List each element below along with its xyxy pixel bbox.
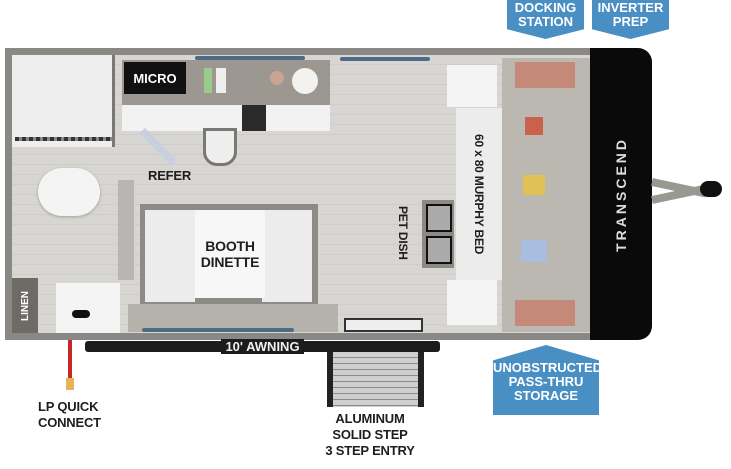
storage-item-blue	[521, 240, 547, 262]
pet-bowl-1	[426, 204, 452, 232]
pet-dish-label: PET DISH	[396, 206, 410, 260]
window-top-2	[340, 57, 430, 61]
step-label-2: SOLID STEP	[332, 427, 408, 442]
nightstand-bottom	[447, 280, 497, 325]
murphy-bed-label: 60 x 80 MURPHY BED	[472, 133, 486, 255]
toilet-seat-kitchen	[203, 128, 237, 166]
murphy-bed: 60 x 80 MURPHY BED	[456, 108, 502, 280]
step-label: ALUMINUM SOLID STEP 3 STEP ENTRY	[325, 411, 415, 459]
nightstand-top	[447, 65, 497, 107]
storage-item-yellow	[523, 175, 545, 195]
bathroom-sink	[56, 283, 120, 333]
cooktop-grate	[242, 105, 266, 131]
callout-line: STATION	[517, 14, 574, 29]
callout-line: UNOBSTRUCTED	[493, 360, 603, 375]
bathroom-wall	[118, 180, 134, 280]
dinette-seat-left	[145, 210, 195, 302]
linen-cabinet: LINEN	[12, 278, 38, 333]
step-label-1: ALUMINUM	[335, 411, 405, 426]
callout-line: STORAGE	[513, 388, 579, 403]
lp-label-1: LP QUICK	[38, 399, 99, 414]
pass-thru-storage-callout: UNOBSTRUCTED PASS-THRU STORAGE	[493, 345, 599, 415]
callout-line: PASS-THRU	[508, 374, 584, 389]
front-cap: TRANSCEND	[590, 48, 652, 340]
lp-line	[68, 340, 72, 385]
storage-item-red	[525, 117, 543, 135]
storage-item-red-top	[515, 62, 575, 88]
window-bottom	[142, 328, 294, 332]
callout-line: DOCKING	[514, 0, 577, 15]
shower-curtain	[15, 137, 112, 141]
lp-label-2: CONNECT	[38, 415, 101, 430]
inverter-prep-callout: INVERTER PREP	[592, 0, 669, 39]
awning-bar: 10' AWNING	[85, 339, 440, 354]
outlet-green	[204, 68, 212, 93]
lp-fitting	[66, 378, 74, 390]
sink-bowl	[292, 68, 318, 94]
lp-quick-connect-label: LP QUICK CONNECT	[38, 399, 101, 431]
micro-label: MICRO	[133, 70, 177, 86]
faucet-icon	[72, 310, 90, 318]
storage-item-red-bottom	[515, 300, 575, 326]
callout-line: INVERTER	[597, 0, 664, 15]
step-label-3: 3 STEP ENTRY	[325, 443, 415, 458]
microwave: MICRO	[124, 62, 186, 94]
coupler	[700, 181, 722, 197]
entry-counter	[128, 304, 338, 332]
refer-label: REFER	[148, 168, 192, 183]
toilet	[38, 168, 100, 216]
stove-burner	[270, 71, 284, 85]
dinette-seat-right	[262, 210, 312, 302]
entry-step	[327, 352, 424, 407]
outlet-white	[216, 68, 226, 93]
window-top-1	[195, 56, 305, 60]
dinette-label-2: DINETTE	[200, 254, 260, 270]
callout-line: PREP	[612, 14, 649, 29]
brand-logo-text: TRANSCEND	[613, 136, 629, 252]
docking-station-callout: DOCKING STATION	[507, 0, 584, 39]
dinette-table: BOOTH DINETTE	[195, 210, 265, 298]
shower	[12, 55, 115, 147]
dinette-label-1: BOOTH	[205, 238, 255, 254]
pet-bowl-2	[426, 236, 452, 264]
pet-dish	[422, 200, 454, 268]
awning-label: 10' AWNING	[221, 339, 304, 354]
entry-door-mat	[344, 318, 423, 332]
pass-thru-storage	[502, 58, 594, 332]
lower-cabinet	[122, 105, 330, 131]
linen-label: LINEN	[19, 290, 31, 321]
